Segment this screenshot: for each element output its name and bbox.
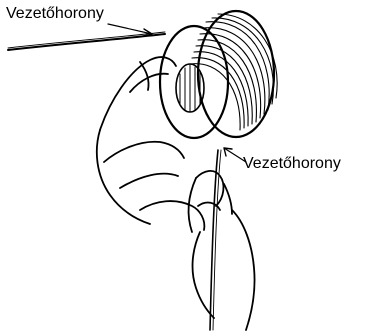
trimmer-line [8,34,165,50]
spool-icon [160,11,277,138]
lower-hand-icon [189,171,255,330]
callout-label-guide-groove-top: Vezetőhorony [6,6,104,22]
callout-label-guide-groove-right: Vezetőhorony [243,156,341,172]
